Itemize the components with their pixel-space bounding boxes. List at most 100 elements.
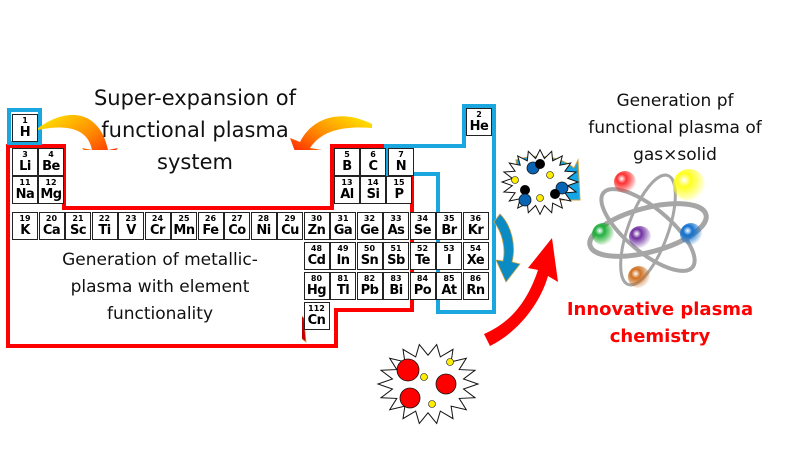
element-symbol: Ge [360, 223, 379, 238]
element-symbol: Be [42, 159, 60, 174]
element-symbol: Cn [307, 313, 326, 328]
super-expansion-label: Super-expansion of functional plasma sys… [70, 82, 320, 178]
atomic-number: 29 [284, 214, 296, 223]
atomic-number: 6 [370, 150, 376, 159]
hydrogen-frame [7, 108, 42, 145]
atomic-number: 84 [416, 274, 429, 283]
atomic-number: 11 [19, 178, 31, 187]
atomic-number: 53 [443, 244, 455, 253]
atomic-number: 31 [337, 214, 349, 223]
atomic-number: 26 [204, 214, 217, 223]
atomic-number: 34 [416, 214, 429, 223]
atomic-number: 12 [45, 178, 57, 187]
atomic-number: 32 [363, 214, 376, 223]
atomic-number: 3 [22, 150, 28, 159]
atomic-number: 2 [476, 110, 482, 119]
atomic-number: 15 [393, 178, 405, 187]
element-symbol: Hg [306, 283, 327, 298]
element-symbol: Na [15, 187, 35, 202]
element-symbol: Kr [467, 223, 484, 238]
label-line: chemistry [609, 326, 711, 347]
atomic-number: 48 [310, 244, 323, 253]
element-symbol: Pb [360, 283, 379, 298]
element-symbol: Ga [333, 223, 353, 238]
atomic-number: 82 [363, 274, 376, 283]
atomic-number: 7 [398, 150, 404, 159]
atomic-number: 54 [469, 244, 482, 253]
atomic-number: 25 [178, 214, 190, 223]
atomic-number: 35 [443, 214, 455, 223]
element-symbol: Mg [40, 187, 62, 202]
red-arrow-up-icon [484, 238, 558, 346]
atomic-number: 51 [390, 244, 402, 253]
label-line: functional plasma [101, 118, 289, 142]
atomic-number: 33 [390, 214, 402, 223]
element-symbol: Zn [307, 223, 326, 238]
element-symbol: V [126, 223, 136, 238]
atomic-number: 83 [390, 274, 402, 283]
element-symbol: B [342, 159, 352, 174]
gas-region-frame [384, 104, 496, 314]
element-symbol: Cu [281, 223, 299, 238]
element-symbol: Po [413, 283, 432, 298]
atomic-number: 23 [125, 214, 137, 223]
label-line: system [157, 150, 233, 174]
atomic-number: 50 [363, 244, 376, 253]
atomic-number: 27 [231, 214, 243, 223]
element-symbol: Te [415, 253, 430, 268]
atomic-number: 28 [257, 214, 270, 223]
element-symbol: Cd [307, 253, 326, 268]
element-symbol: Ca [42, 223, 61, 238]
atomic-number: 14 [367, 178, 379, 187]
element-symbol: Xe [466, 253, 485, 268]
metallic-plasma-label: Generation of metallic- plasma with elem… [20, 247, 300, 328]
element-symbol: N [395, 159, 407, 174]
element-symbol: Co [228, 223, 246, 238]
element-symbol: Al [340, 187, 354, 202]
atomic-number: 1 [22, 116, 28, 125]
element-symbol: As [387, 223, 405, 238]
element-symbol: Li [19, 159, 31, 174]
element-symbol: In [336, 253, 350, 268]
atomic-number: 22 [98, 214, 111, 223]
atomic-number: 52 [416, 244, 429, 253]
atomic-number: 20 [45, 214, 58, 223]
element-symbol: I [446, 253, 452, 268]
element-symbol: Ni [256, 223, 271, 238]
